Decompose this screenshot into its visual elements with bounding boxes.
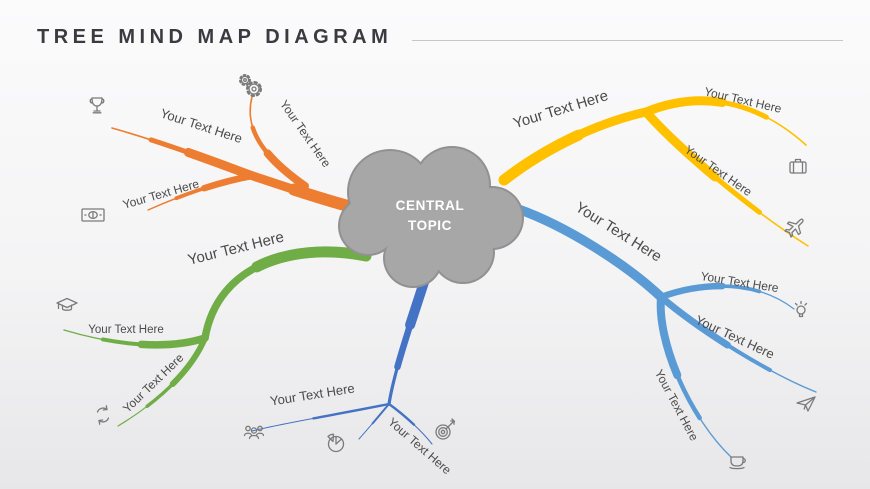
branch-blue bbox=[518, 209, 816, 457]
label-blue-paper-plane[interactable]: Your Text Here bbox=[693, 312, 777, 362]
gears-icon bbox=[239, 74, 263, 98]
graduation-cap-icon bbox=[56, 297, 78, 311]
title-rule bbox=[412, 40, 843, 41]
people-icon bbox=[243, 425, 265, 440]
label-yellow-briefcase[interactable]: Your Text Here bbox=[703, 84, 783, 115]
label-green-cap[interactable]: Your Text Here bbox=[88, 324, 163, 336]
label-darkblue-people[interactable]: Your Text Here bbox=[269, 380, 356, 408]
label-darkblue-target[interactable]: Your Text Here bbox=[385, 415, 454, 477]
paper-plane-icon bbox=[796, 396, 816, 412]
page-title: TREE MIND MAP DIAGRAM bbox=[37, 26, 393, 48]
coffee-cup-icon bbox=[729, 456, 746, 470]
airplane-icon bbox=[784, 218, 804, 238]
central-topic-line1[interactable]: CENTRAL bbox=[396, 198, 465, 213]
label-blue-trunk[interactable]: Your Text Here bbox=[572, 199, 664, 266]
label-orange-gears[interactable]: Your Text Here bbox=[277, 97, 334, 170]
branch-dark-blue bbox=[250, 273, 434, 446]
pie-chart-icon bbox=[327, 433, 345, 453]
lightbulb-icon bbox=[794, 300, 808, 318]
trophy-icon bbox=[89, 97, 105, 114]
recycle-icon bbox=[96, 405, 110, 425]
label-orange-trophy[interactable]: Your Text Here bbox=[159, 105, 245, 146]
central-topic-line2[interactable]: TOPIC bbox=[408, 218, 452, 233]
briefcase-icon bbox=[789, 158, 807, 174]
label-blue-lightbulb[interactable]: Your Text Here bbox=[700, 269, 780, 295]
money-icon bbox=[81, 208, 105, 222]
label-yellow-airplane[interactable]: Your Text Here bbox=[682, 142, 755, 199]
central-topic-cloud[interactable]: CENTRAL TOPIC bbox=[338, 146, 524, 288]
target-icon bbox=[435, 418, 456, 440]
cloud-body bbox=[340, 148, 522, 286]
